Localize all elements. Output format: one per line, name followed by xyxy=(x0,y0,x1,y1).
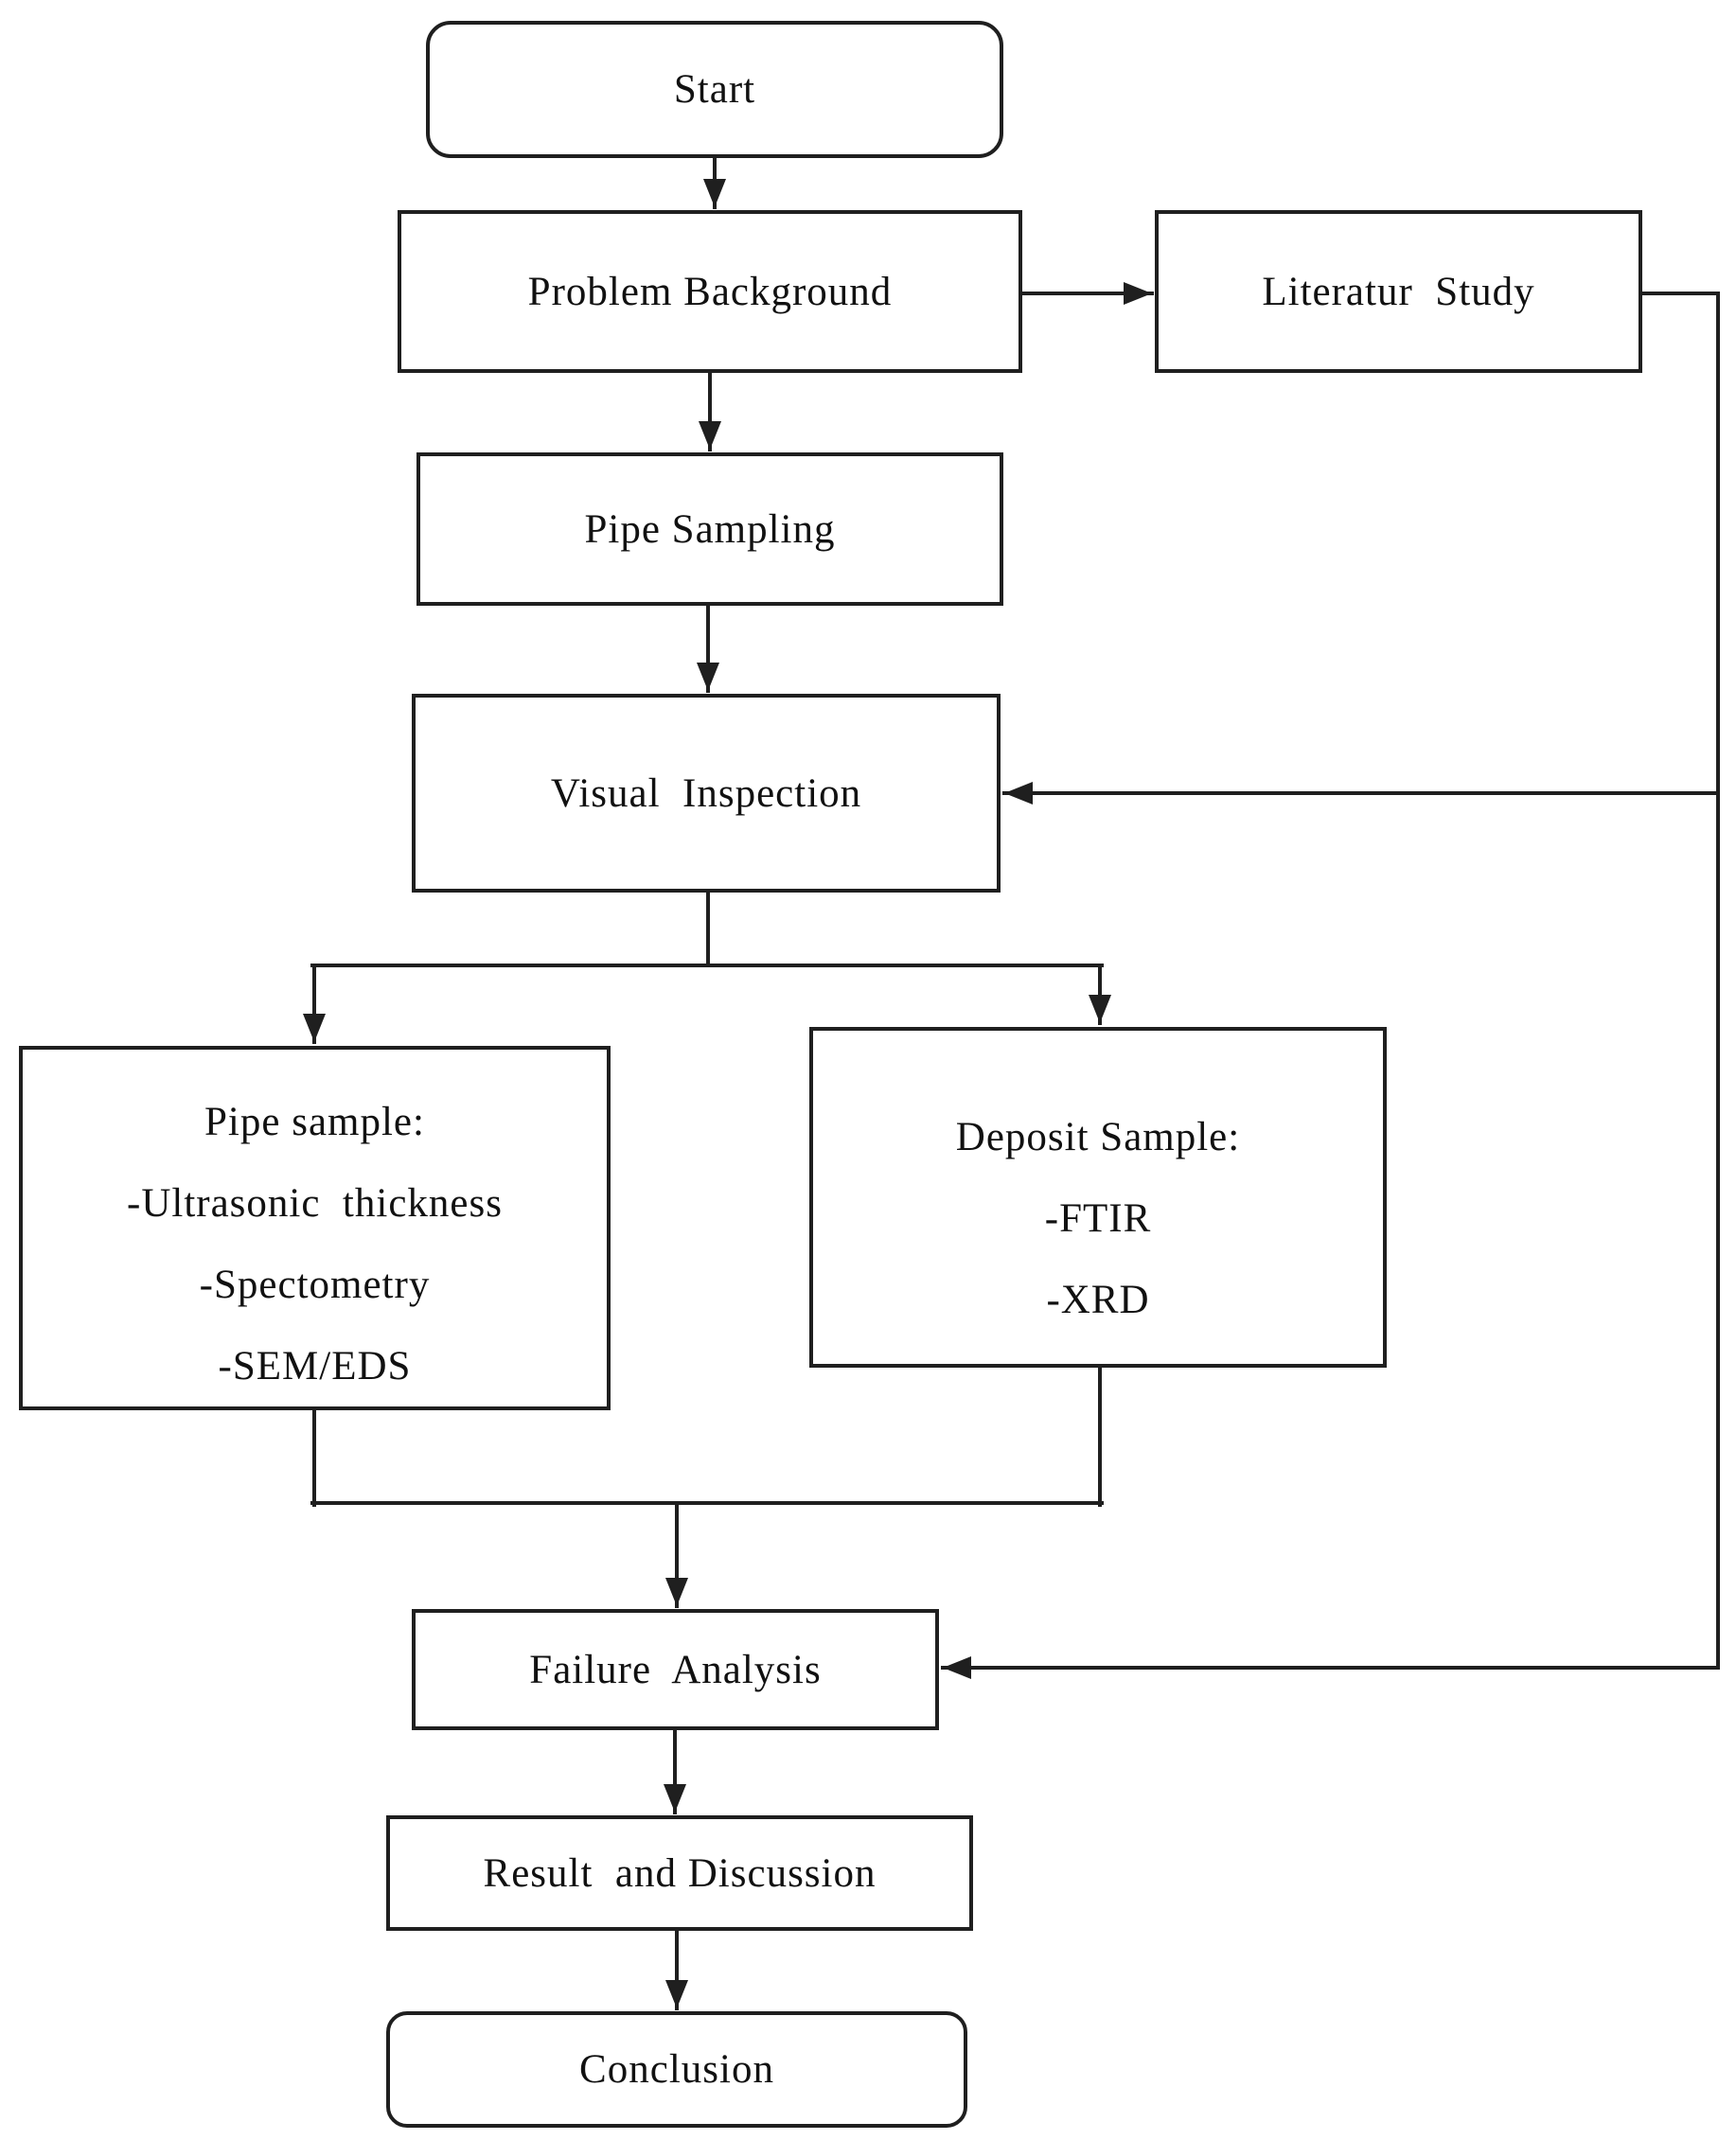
node-deposit-sample-title: Deposit Sample: xyxy=(955,1115,1241,1159)
node-deposit-sample-item-xrd: -XRD xyxy=(1046,1278,1150,1322)
node-conclusion: Conclusion xyxy=(386,2011,967,2128)
node-start-label: Start xyxy=(673,67,756,112)
node-pipe-sample: Pipe sample: -Ultrasonic thickness -Spec… xyxy=(19,1046,611,1410)
node-conclusion-label: Conclusion xyxy=(579,2047,774,2092)
node-pipe-sample-title: Pipe sample: xyxy=(204,1100,425,1144)
node-start: Start xyxy=(426,21,1003,158)
node-problem-background-label: Problem Background xyxy=(527,269,893,314)
node-pipe-sample-item-spectometry: -Spectometry xyxy=(199,1263,431,1307)
node-visual-inspection: Visual Inspection xyxy=(412,694,1001,893)
node-pipe-sampling: Pipe Sampling xyxy=(416,452,1003,606)
node-failure-analysis-label: Failure Analysis xyxy=(529,1647,822,1692)
node-failure-analysis: Failure Analysis xyxy=(412,1609,939,1730)
node-result-and-discussion-label: Result and Discussion xyxy=(483,1850,877,1896)
edge-literature-study-feedback-vertical xyxy=(1639,292,1720,1670)
node-pipe-sample-item-sem-eds: -SEM/EDS xyxy=(218,1344,412,1388)
node-literature-study: Literatur Study xyxy=(1155,210,1642,373)
node-deposit-sample-item-ftir: -FTIR xyxy=(1044,1196,1152,1241)
node-pipe-sampling-label: Pipe Sampling xyxy=(584,506,836,552)
node-deposit-sample: Deposit Sample: -FTIR -XRD xyxy=(809,1027,1387,1368)
node-problem-background: Problem Background xyxy=(398,210,1022,373)
node-literature-study-label: Literatur Study xyxy=(1262,269,1535,314)
node-visual-inspection-label: Visual Inspection xyxy=(550,770,862,816)
node-pipe-sample-item-ultrasonic: -Ultrasonic thickness xyxy=(127,1181,503,1226)
node-result-and-discussion: Result and Discussion xyxy=(386,1815,973,1931)
